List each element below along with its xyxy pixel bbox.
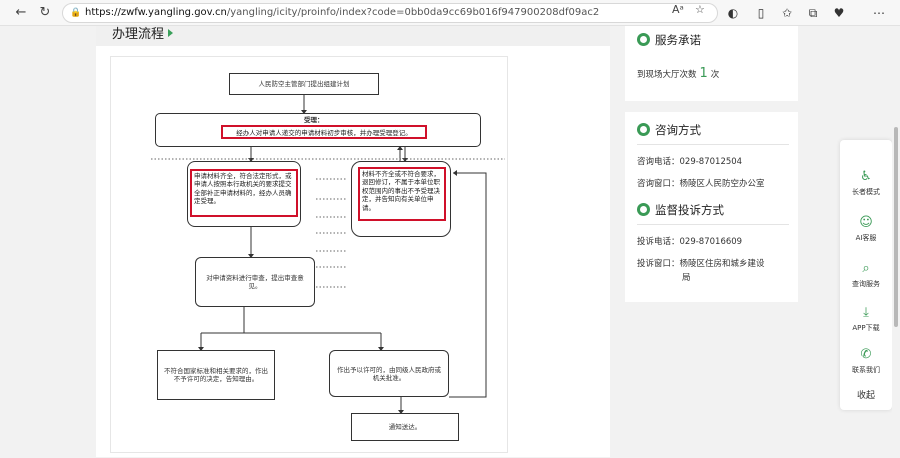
step-review-box: 对申请资料进行审查，提出审查意见。	[195, 257, 315, 307]
step-rejected-text: 材料不齐全或不符合要求，退回修订，不属于本单位职权范围内的事出不予受理决定，并告…	[362, 170, 440, 212]
step-accept-text: 经办人对申请人递交的申请材料初步审核，并办理受理登记。	[236, 129, 412, 137]
split-screen-icon[interactable]: ▯	[757, 6, 765, 20]
connector-line	[449, 172, 487, 398]
app-download-button[interactable]: ⤓ APP下载	[840, 306, 892, 333]
floating-service-bar: ♿ 长者模式 ☺ AI客服 ⌕ 查询服务 ⤓ APP下载 ✆ 联系我们 收起	[840, 140, 892, 410]
browser-essentials-icon[interactable]: ♥	[833, 6, 845, 20]
download-icon: ⤓	[863, 305, 869, 320]
contact-us-label: 联系我们	[852, 366, 880, 374]
favorite-star-icon[interactable]: ☆	[695, 3, 705, 16]
consult-phone-label: 咨询电话：	[637, 157, 680, 167]
divider	[637, 144, 789, 145]
visits-value: 1	[699, 66, 708, 81]
complaint-window-row-2: 局	[682, 272, 691, 284]
ai-service-label: AI客服	[855, 234, 877, 242]
consult-window-row: 咨询窗口：杨陵区人民防空办公室	[637, 178, 765, 190]
visits-unit: 次	[710, 70, 720, 80]
elder-mode-icon: ♿	[860, 169, 872, 184]
back-icon[interactable]: ←	[15, 5, 27, 20]
collections-icon[interactable]: ⧉	[808, 6, 818, 20]
arrowhead	[301, 110, 307, 114]
app-download-label: APP下载	[852, 324, 880, 332]
consult-icon	[637, 123, 650, 136]
complaint-window-row: 投诉窗口：杨陵区住房和城乡建设	[637, 258, 765, 270]
arrowhead	[398, 410, 404, 414]
consult-phone[interactable]: 029-87012504	[679, 157, 743, 167]
consult-window: 杨陵区人民防空办公室	[679, 179, 765, 189]
flowchart-connectors	[151, 94, 505, 414]
favorites-icon[interactable]: ✩	[781, 6, 793, 20]
contact-us-button[interactable]: ✆ 联系我们	[840, 348, 892, 375]
highlight-accept-text: 经办人对申请人递交的申请材料初步审核，并办理受理登记。	[221, 125, 427, 139]
complaint-phone[interactable]: 029-87016609	[679, 237, 743, 247]
service-commitment-title: 服务承诺	[655, 33, 701, 47]
query-service-button[interactable]: ⌕ 查询服务	[840, 262, 892, 289]
elder-mode-label: 长者模式	[852, 188, 880, 196]
step-deny-box: 不符合国家标准和相关要求的，作出不予许可的决定，告知理由。	[157, 350, 275, 400]
contact-card: 咨询方式 咨询电话：029-87012504 咨询窗口：杨陵区人民防空办公室 监…	[625, 112, 798, 302]
step-plan-text: 人民防空主管部门提出组建计划	[258, 80, 350, 88]
consult-window-label: 咨询窗口：	[637, 179, 680, 189]
step-approve-box: 作出予以许可的，由同级人民政府或机关批准。	[329, 350, 449, 397]
service-commitment-heading: 服务承诺	[637, 32, 701, 48]
ai-service-icon: ☺	[859, 215, 873, 230]
flowchart-document: 人民防空主管部门提出组建计划 受理： 经办人对申请人递交的申请材料初步审核，并办…	[110, 56, 508, 453]
complaint-phone-label: 投诉电话：	[637, 237, 680, 247]
ai-service-button[interactable]: ☺ AI客服	[840, 216, 892, 243]
highlight-accepted-text: 申请材料齐全，符合法定形式，或申请人按照本行政机关的要求提交全部补正申请材料的，…	[190, 169, 298, 217]
arrowhead	[378, 347, 384, 351]
divider	[637, 224, 789, 225]
arrowhead	[453, 170, 457, 176]
process-section-title: 办理流程	[112, 27, 165, 42]
arrowhead	[397, 146, 403, 150]
phone-icon: ✆	[860, 347, 872, 362]
step-deny-text: 不符合国家标准和相关要求的，作出不予许可的决定，告知理由。	[164, 367, 268, 383]
address-bar[interactable]: 🔒 https://zwfw.yangling.gov.cn/yangling/…	[62, 3, 718, 23]
lock-icon: 🔒	[70, 8, 82, 18]
performance-icon[interactable]: ◐	[727, 6, 739, 20]
consult-title: 咨询方式	[655, 123, 701, 137]
complaint-window-line2: 局	[682, 273, 691, 283]
query-service-label: 查询服务	[852, 280, 880, 288]
more-menu-icon[interactable]: ⋯	[873, 6, 885, 20]
browser-toolbar: ← ↻ 🔒 https://zwfw.yangling.gov.cn/yangl…	[0, 0, 900, 26]
collapse-button[interactable]: 收起	[840, 388, 892, 401]
consult-phone-row: 咨询电话：029-87012504	[637, 156, 742, 168]
commitment-badge-icon	[637, 33, 650, 46]
complaint-window-label: 投诉窗口：	[637, 259, 680, 269]
scrollbar-thumb[interactable]	[894, 127, 898, 327]
highlight-rejected-text: 材料不齐全或不符合要求，退回修订，不属于本单位职权范围内的事出不予受理决定，并告…	[358, 167, 446, 221]
step-accept-heading: 受理：	[304, 116, 324, 124]
complaint-window-line1: 杨陵区住房和城乡建设	[679, 259, 765, 269]
step-approve-text: 作出予以许可的，由同级人民政府或机关批准。	[337, 365, 441, 382]
refresh-icon[interactable]: ↻	[39, 5, 51, 20]
step-notify-box: 通知送达。	[351, 413, 459, 441]
step-review-text: 对申请资料进行审查，提出审查意见。	[206, 274, 304, 290]
step-rejected-box	[351, 161, 451, 237]
url-host: https://zwfw.yangling.gov.cn	[85, 7, 227, 18]
arrowhead	[248, 254, 254, 258]
step-plan-box: 人民防空主管部门提出组建计划	[229, 73, 379, 95]
complaint-heading: 监督投诉方式	[637, 202, 724, 218]
elder-mode-button[interactable]: ♿ 长者模式	[840, 170, 892, 197]
visits-label: 到现场大厅次数	[637, 70, 697, 80]
arrowhead	[198, 347, 204, 351]
consult-heading: 咨询方式	[637, 122, 701, 138]
complaint-title: 监督投诉方式	[655, 203, 724, 217]
complaint-icon	[637, 203, 650, 216]
play-arrow-icon	[168, 29, 173, 37]
process-section-header: 办理流程	[96, 26, 610, 46]
step-accepted-text: 申请材料齐全，符合法定形式，或申请人按照本行政机关的要求提交全部补正申请材料的，…	[194, 172, 292, 206]
step-notify-text: 通知送达。	[388, 423, 422, 431]
complaint-phone-row: 投诉电话：029-87016609	[637, 236, 742, 248]
collapse-label: 收起	[856, 391, 875, 401]
url-path: /yangling/icity/proinfo/index?code=0bb0d…	[226, 7, 600, 18]
read-aloud-icon[interactable]: Aᵃ	[672, 3, 684, 16]
search-icon: ⌕	[862, 261, 870, 276]
